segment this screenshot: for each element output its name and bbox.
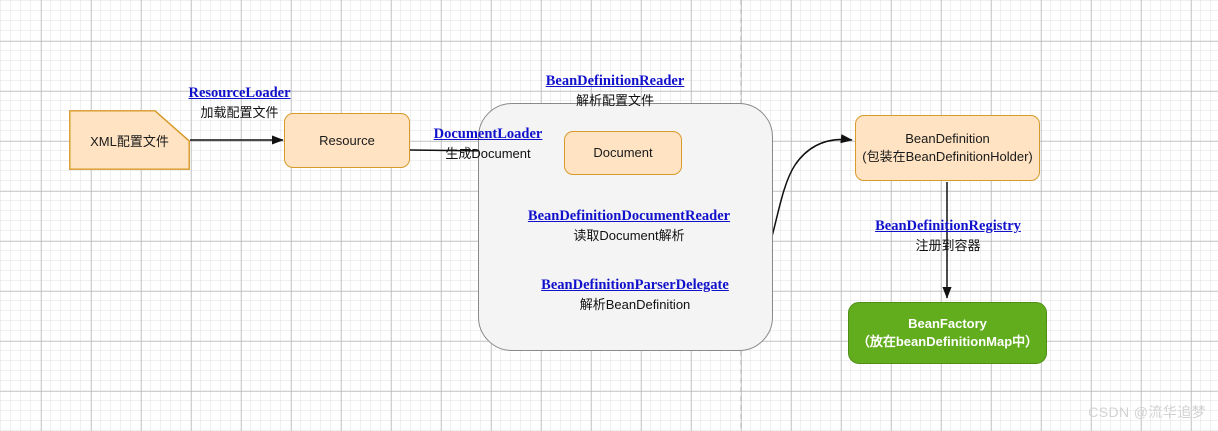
node-resource[interactable]: Resource (284, 113, 410, 168)
bean-definition-reader-desc: 解析配置文件 (575, 93, 654, 108)
bean-definition-document-reader-class: BeanDefinitionDocumentReader (527, 208, 731, 224)
bean-definition-document-reader-desc: 读取Document解析 (573, 228, 685, 243)
bean-definition-label-line2: (包装在BeanDefinitionHolder) (862, 149, 1033, 164)
node-document[interactable]: Document (564, 131, 682, 175)
bean-definition-parser-delegate-desc: 解析BeanDefinition (579, 297, 691, 312)
node-bean-definition[interactable]: BeanDefinition (包装在BeanDefinitionHolder) (855, 115, 1040, 181)
node-bean-factory[interactable]: BeanFactory （放在beanDefinitionMap中） (848, 302, 1047, 364)
xml-config-label: XML配置文件 (90, 133, 169, 149)
bean-factory-label-line1: BeanFactory (908, 316, 987, 332)
resource-loader-class: ResourceLoader (188, 85, 291, 101)
xml-config-shape-outline (69, 110, 190, 170)
label-bean-definition-registry[interactable]: BeanDefinitionRegistry 注册到容器 (866, 218, 1030, 254)
bean-definition-reader-class: BeanDefinitionReader (545, 73, 685, 89)
document-loader-desc: 生成Document (445, 146, 531, 161)
label-bean-definition-parser-delegate[interactable]: BeanDefinitionParserDelegate 解析BeanDefin… (532, 277, 738, 313)
bean-factory-label-line2: （放在beanDefinitionMap中） (856, 334, 1039, 349)
label-document-loader[interactable]: DocumentLoader 生成Document (422, 126, 554, 162)
bean-definition-registry-class: BeanDefinitionRegistry (875, 218, 1021, 234)
resource-loader-desc: 加载配置文件 (200, 105, 279, 120)
node-xml-config[interactable]: XML配置文件 (69, 110, 190, 170)
document-label: Document (593, 145, 653, 161)
label-bean-definition-reader[interactable]: BeanDefinitionReader 解析配置文件 (528, 73, 702, 109)
label-resource-loader[interactable]: ResourceLoader 加载配置文件 (172, 85, 307, 121)
label-bean-definition-document-reader[interactable]: BeanDefinitionDocumentReader 读取Document解… (520, 208, 738, 244)
resource-label: Resource (319, 132, 375, 148)
document-loader-class: DocumentLoader (433, 126, 543, 142)
bean-definition-parser-delegate-class: BeanDefinitionParserDelegate (541, 277, 729, 293)
csdn-watermark: CSDN @流华追梦 (1088, 404, 1206, 420)
bean-definition-registry-desc: 注册到容器 (915, 238, 981, 253)
bean-definition-label-line1: BeanDefinition (905, 131, 990, 147)
